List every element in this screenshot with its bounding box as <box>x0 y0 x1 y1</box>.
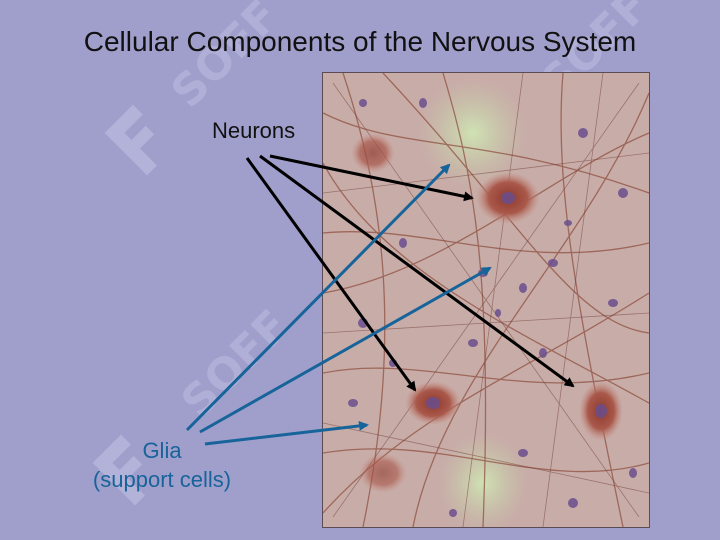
micrograph-image <box>322 72 650 528</box>
glia-label: Glia (support cells) <box>62 436 262 494</box>
slide-title: Cellular Components of the Nervous Syste… <box>83 26 637 57</box>
watermark-text: SOFF <box>162 0 289 118</box>
neurons-label: Neurons <box>212 118 296 143</box>
watermark-text: SOFF <box>172 300 299 427</box>
glia-label-line1: Glia <box>142 438 182 463</box>
glia-label-line2: (support cells) <box>92 467 232 492</box>
